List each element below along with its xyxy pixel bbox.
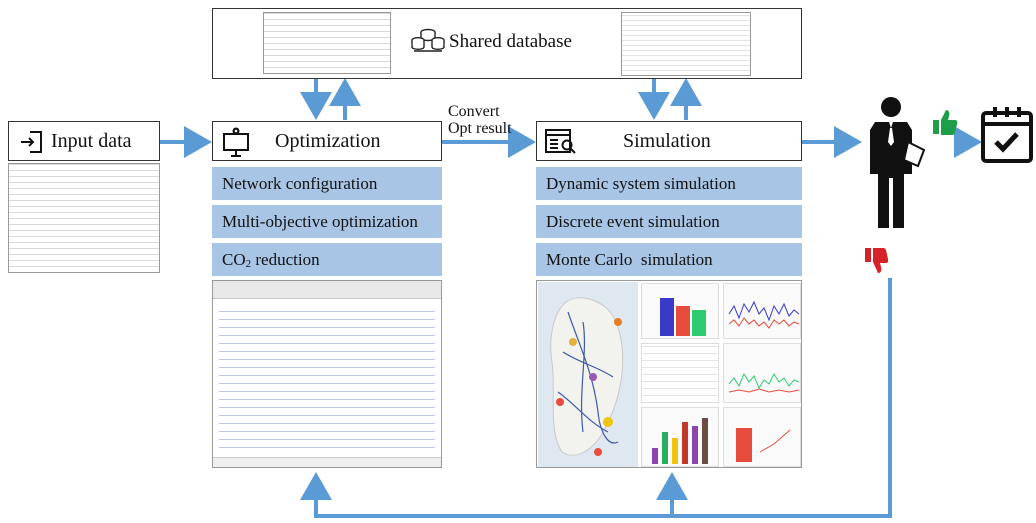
code-statusbar <box>213 457 441 467</box>
convert-label: Convert Opt result <box>448 103 512 137</box>
convert-line2: Opt result <box>448 120 512 137</box>
feedback-loop <box>314 278 892 518</box>
reduction-label: reduction <box>251 249 320 269</box>
dynamic-system-label: Dynamic system simulation <box>546 173 736 193</box>
multi-objective-band: Multi-objective optimization <box>212 205 442 238</box>
database-table-thumbnail <box>621 12 751 76</box>
database-spreadsheet-thumbnail <box>263 12 391 74</box>
utilization-panel <box>723 407 801 467</box>
enter-icon <box>19 130 43 154</box>
calendar-check-icon <box>980 104 1036 166</box>
line-chart-panel <box>723 283 801 339</box>
inventory-line-panel <box>723 343 801 403</box>
co2-subscript: 2 <box>245 257 252 270</box>
co2-label: CO <box>222 249 246 269</box>
simulation-label: Simulation <box>623 130 711 152</box>
shared-database-box: Shared database <box>212 8 802 79</box>
convert-line1: Convert <box>448 103 500 120</box>
optimization-label: Optimization <box>275 130 381 152</box>
simulation-box: Simulation <box>536 121 802 161</box>
database-icon <box>411 28 445 54</box>
dynamic-system-band: Dynamic system simulation <box>536 167 802 200</box>
bar-chart-panel <box>641 283 719 339</box>
simulation-dashboard-thumbnail <box>536 280 802 468</box>
document-search-icon <box>545 128 577 156</box>
input-data-box: Input data <box>8 121 160 161</box>
input-spreadsheet-thumbnail <box>8 163 160 273</box>
thumbs-up-icon <box>932 108 958 136</box>
businessman-icon <box>858 96 928 228</box>
multi-objective-label: Multi-objective optimization <box>222 211 418 231</box>
map-panel <box>538 282 638 467</box>
input-data-label: Input data <box>51 130 132 152</box>
monte-carlo-band: Monte Carlo simulation <box>536 243 802 276</box>
optimization-code-thumbnail <box>212 280 442 468</box>
monte-carlo-label: Monte Carlo simulation <box>546 249 713 269</box>
code-toolbar <box>213 281 441 299</box>
optimization-box: Optimization <box>212 121 442 161</box>
discrete-event-label: Discrete event simulation <box>546 211 720 231</box>
table-panel <box>641 343 719 403</box>
thumbs-down-icon <box>864 246 889 276</box>
shared-database-label: Shared database <box>449 31 572 52</box>
network-configuration-band: Network configuration <box>212 167 442 200</box>
discrete-event-band: Discrete event simulation <box>536 205 802 238</box>
multi-bar-panel <box>641 407 719 467</box>
code-lines <box>219 305 435 455</box>
monitor-gear-icon <box>221 126 251 158</box>
network-configuration-label: Network configuration <box>222 173 378 193</box>
